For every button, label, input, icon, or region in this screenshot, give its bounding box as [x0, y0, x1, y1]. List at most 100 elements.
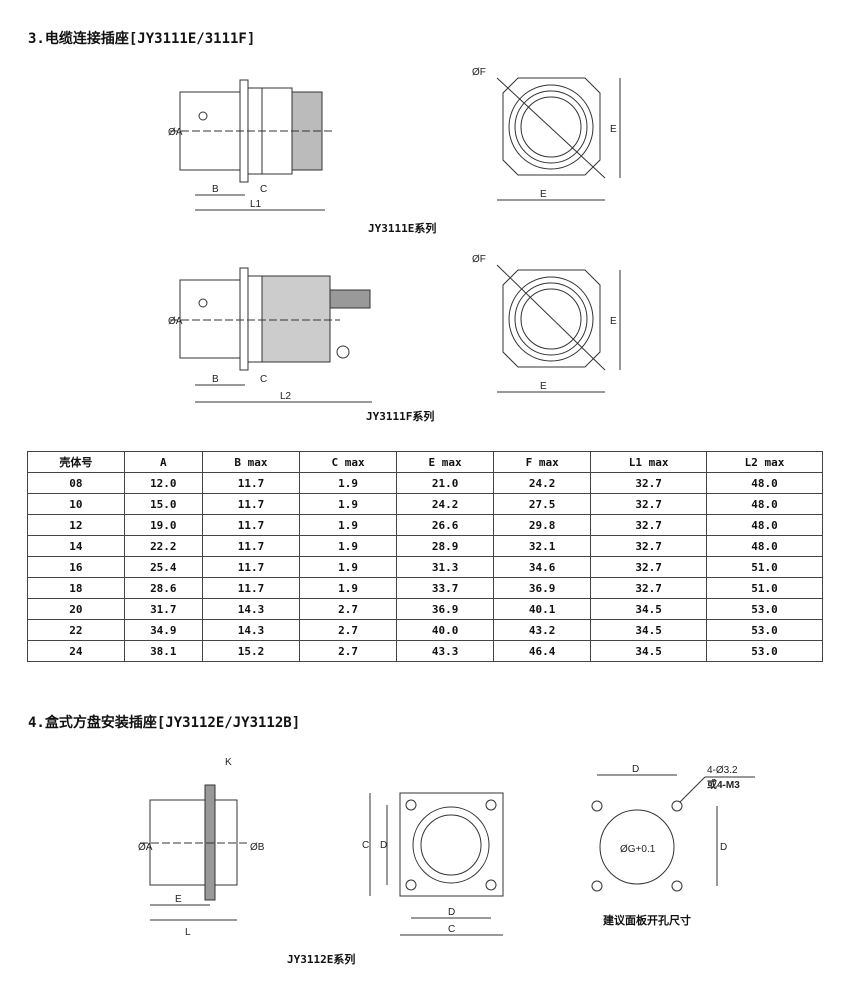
table-cell: 1.9	[298, 577, 398, 599]
table-cell: 33.7	[396, 577, 495, 599]
dimension-label: ØA	[138, 842, 153, 853]
table-cell: 32.7	[590, 577, 708, 599]
table-cell: 10	[27, 493, 125, 515]
section-4-title: 4.盒式方盘安装插座[JY3112E/JY3112B]	[28, 715, 301, 731]
table-cell: 48.0	[706, 493, 823, 515]
table-cell: 1.9	[298, 535, 398, 557]
table-cell: 11.7	[201, 535, 300, 557]
table-cell: 21.0	[396, 472, 495, 494]
table-cell: 1.9	[298, 472, 398, 494]
table-cell: 38.1	[123, 640, 203, 662]
table-cell: 28.9	[396, 535, 495, 557]
table-cell: 16	[27, 556, 125, 578]
dimension-label: C	[362, 840, 369, 851]
table-cell: 40.1	[493, 598, 592, 620]
section-3-title: 3.电缆连接插座[JY3111E/3111F]	[28, 31, 256, 47]
dimension-label: L	[185, 927, 191, 938]
table-cell: 53.0	[706, 619, 823, 641]
header-e: E max	[396, 451, 495, 473]
dimension-label: D	[632, 764, 639, 775]
header-l1: L1 max	[590, 451, 708, 473]
dimension-label: 或4-M3	[707, 778, 740, 791]
dimension-label: C	[448, 924, 455, 935]
table-cell: 53.0	[706, 598, 823, 620]
dimension-label: E	[540, 381, 547, 392]
dimension-label: E	[540, 189, 547, 200]
table-cell: 2.7	[298, 640, 398, 662]
table-cell: 14.3	[201, 619, 300, 641]
table-cell: 11.7	[201, 472, 300, 494]
panel-cutout-view: D D 4-Ø3.2 或4-M3 ØG+0.1	[591, 764, 755, 892]
table-cell: 2.7	[298, 619, 398, 641]
table-cell: 18	[27, 577, 125, 599]
table-cell: 24.2	[396, 493, 495, 515]
dimension-label: D	[720, 842, 727, 853]
jy3112e-front-view: C D D C	[362, 792, 504, 936]
table-cell: 24.2	[493, 472, 592, 494]
table-cell: 34.6	[493, 556, 592, 578]
table-cell: 29.8	[493, 514, 592, 536]
table-cell: 32.7	[590, 535, 708, 557]
table-cell: 12.0	[123, 472, 203, 494]
dimension-label: K	[225, 757, 232, 768]
header-b: B max	[201, 451, 300, 473]
header-f: F max	[493, 451, 592, 473]
table-cell: 48.0	[706, 514, 823, 536]
table-cell: 1.9	[298, 514, 398, 536]
caption-panel-cutout: 建议面板开孔尺寸	[603, 914, 691, 927]
table-cell: 19.0	[123, 514, 203, 536]
table-cell: 25.4	[123, 556, 203, 578]
dimension-label: ØB	[250, 842, 265, 853]
table-cell: 31.3	[396, 556, 495, 578]
table-cell: 34.5	[590, 598, 708, 620]
table-cell: 22	[27, 619, 125, 641]
table-cell: 34.9	[123, 619, 203, 641]
table-cell: 48.0	[706, 472, 823, 494]
table-cell: 14	[27, 535, 125, 557]
dimension-label: L1	[250, 199, 262, 210]
dimension-label: ØG+0.1	[620, 844, 656, 855]
table-cell: 28.6	[123, 577, 203, 599]
table-cell: 51.0	[706, 556, 823, 578]
table-cell: 27.5	[493, 493, 592, 515]
table-cell: 51.0	[706, 577, 823, 599]
table-cell: 12	[27, 514, 125, 536]
jy3112e-side-view: K ØA ØB E L	[138, 757, 265, 938]
table-cell: 34.5	[590, 619, 708, 641]
caption-jy3112e: JY3112E系列	[287, 953, 356, 966]
header-l2: L2 max	[706, 451, 823, 473]
table-cell: 24	[27, 640, 125, 662]
table-cell: 32.7	[590, 472, 708, 494]
header-c: C max	[298, 451, 398, 473]
jy3111e-side-view: ØA B C L1	[168, 79, 335, 211]
dimension-label: E	[610, 316, 617, 327]
table-cell: 15.0	[123, 493, 203, 515]
table-cell: 26.6	[396, 514, 495, 536]
table-cell: 32.7	[590, 514, 708, 536]
table-cell: 43.2	[493, 619, 592, 641]
table-cell: 11.7	[201, 514, 300, 536]
dimension-label: D	[448, 907, 455, 918]
header-shell: 壳体号	[27, 451, 125, 473]
dimension-label: C	[260, 184, 267, 195]
table-cell: 43.3	[396, 640, 495, 662]
dimension-label: ØA	[168, 127, 183, 138]
header-a: A	[123, 451, 203, 473]
caption-jy3111f: JY3111F系列	[366, 410, 435, 423]
dimension-label: ØA	[168, 316, 183, 327]
table-cell: 32.7	[590, 556, 708, 578]
dimension-label: C	[260, 374, 267, 385]
table-cell: 20	[27, 598, 125, 620]
table-cell: 48.0	[706, 535, 823, 557]
table-cell: 2.7	[298, 598, 398, 620]
table-cell: 08	[27, 472, 125, 494]
